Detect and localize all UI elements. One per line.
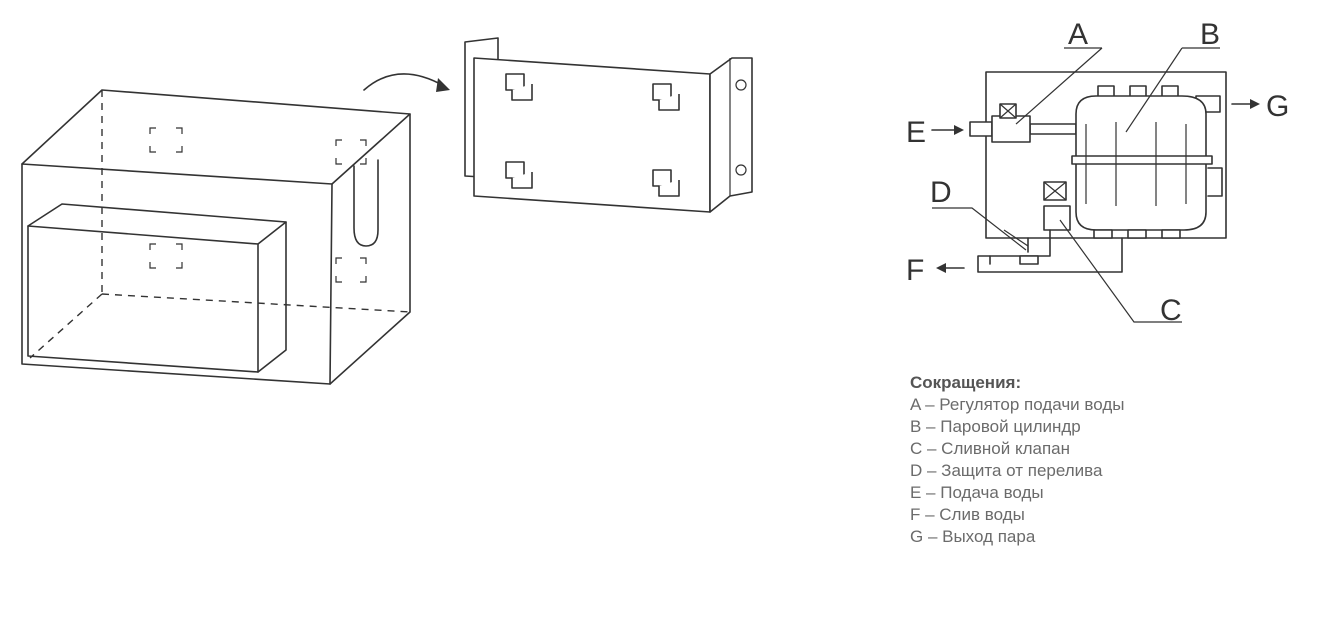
abbreviations-legend: Сокращения: A – Регулятор подачи воды B … bbox=[910, 372, 1124, 548]
callout-d: D bbox=[930, 176, 952, 209]
legend-item: G – Выход пара bbox=[910, 527, 1036, 546]
legend-list: A – Регулятор подачи воды B – Паровой ци… bbox=[910, 394, 1124, 548]
side-slot bbox=[353, 159, 379, 247]
callout-a: A bbox=[1068, 18, 1088, 51]
legend-item: B – Паровой цилиндр bbox=[910, 417, 1081, 436]
humidifier-schematic bbox=[931, 47, 1260, 323]
humidifier-unit bbox=[27, 203, 287, 373]
legend-item: A – Регулятор подачи воды bbox=[910, 395, 1125, 414]
mounting-marks bbox=[149, 127, 367, 283]
legend-item: D – Защита от перелива bbox=[910, 461, 1103, 480]
mount-arrow bbox=[363, 73, 450, 92]
legend-item: F – Слив воды bbox=[910, 505, 1025, 524]
callout-g: G bbox=[1266, 90, 1289, 123]
mounting-bracket bbox=[464, 37, 753, 213]
callout-e: E bbox=[906, 116, 926, 149]
callout-c: C bbox=[1160, 294, 1182, 327]
legend-title: Сокращения: bbox=[910, 373, 1022, 392]
legend-item: C – Сливной клапан bbox=[910, 439, 1071, 458]
callout-f: F bbox=[906, 254, 924, 287]
legend-item: E – Подача воды bbox=[910, 483, 1044, 502]
enclosure-box bbox=[21, 89, 411, 385]
callout-b: B bbox=[1200, 18, 1220, 51]
